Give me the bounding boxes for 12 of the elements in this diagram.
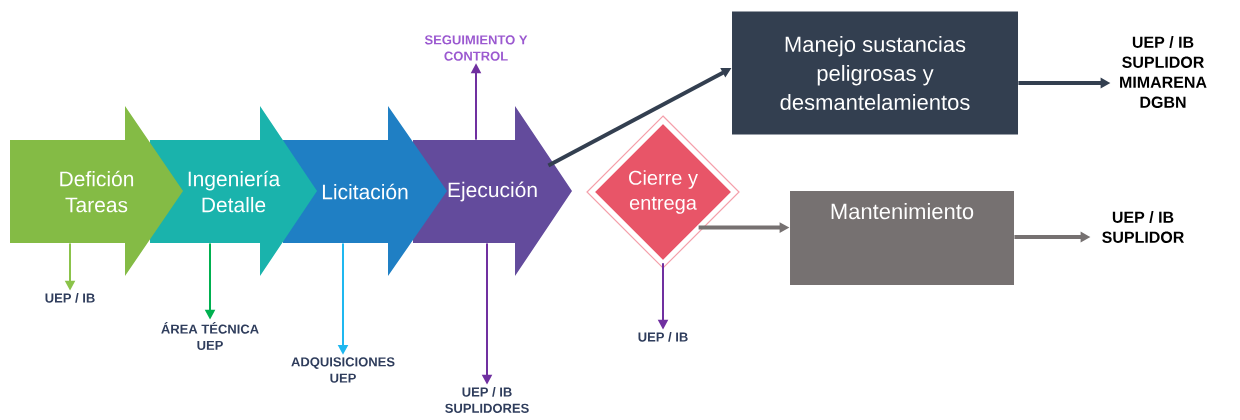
process-box: Manejo sustancias peligrosas y desmantelamientos (732, 11, 1018, 135)
role-label: UEP / IB SUPLIDOR MIMARENA DGBN (1120, 36, 1207, 108)
role-label: UEP / IB (45, 293, 95, 303)
role-label: SEGUIMIENTO Y CONTROL (424, 35, 528, 61)
role-label: UEP / IB SUPLIDORES (445, 387, 529, 413)
chevron-step: Defición Tareas (10, 106, 183, 276)
process-box: Mantenimiento (790, 191, 1014, 285)
role-label: ADQUISICIONES UEP (291, 357, 395, 383)
chevron-step: Ingeniería Detalle (150, 106, 317, 276)
role-label: UEP / IB (638, 332, 688, 342)
role-label: ÁREA TÉCNICA UEP (161, 322, 259, 350)
role-label: UEP / IB SUPLIDOR (1102, 211, 1184, 243)
